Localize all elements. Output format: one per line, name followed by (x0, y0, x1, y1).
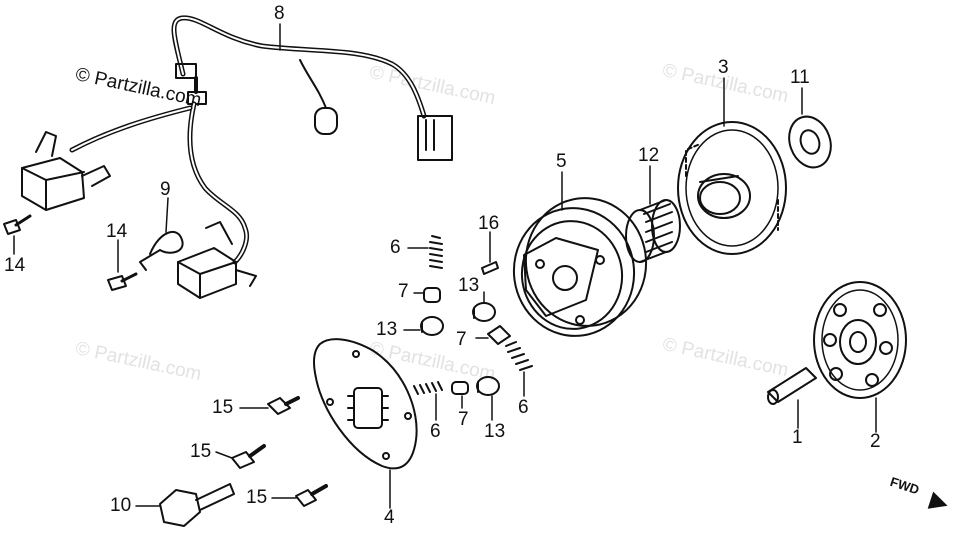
callout-15: 15 (212, 397, 234, 418)
small-bolt (3, 214, 32, 235)
callout-15: 15 (246, 487, 268, 508)
wire-harness (69, 15, 453, 265)
callout-6: 6 (390, 237, 401, 258)
callout-10: 10 (110, 495, 132, 516)
callout-7: 7 (398, 281, 409, 302)
callout-2: 2 (870, 431, 881, 452)
spring (413, 381, 443, 395)
callout-13: 13 (484, 421, 506, 442)
callout-6: 6 (518, 397, 529, 418)
flange-bolt (267, 396, 300, 415)
plunger (423, 287, 441, 303)
callout-9: 9 (160, 179, 171, 200)
starter-clutch-outer (512, 197, 648, 337)
callout-1: 1 (792, 427, 803, 448)
callout-15: 15 (190, 441, 212, 462)
callout-16: 16 (478, 213, 500, 234)
roller (472, 302, 496, 322)
large-bolt (159, 483, 235, 527)
starter-driven-gear (677, 121, 787, 255)
callout-7: 7 (456, 329, 467, 350)
callout-13: 13 (458, 275, 480, 296)
callout-11: 11 (790, 67, 810, 88)
callout-5: 5 (556, 151, 567, 172)
plunger (487, 325, 511, 345)
starter-clutch-plate (312, 338, 418, 470)
callout-8: 8 (274, 3, 285, 24)
callout-12: 12 (638, 145, 660, 166)
callout-14: 14 (106, 221, 128, 242)
pulse-generator (21, 131, 111, 211)
idle-gear-shaft (767, 367, 817, 405)
needle-bearing (625, 199, 681, 263)
clamp (139, 230, 184, 271)
plunger (451, 381, 469, 395)
leader-lines (13, 23, 877, 509)
washer (788, 115, 832, 169)
pin (481, 261, 499, 275)
callout-3: 3 (718, 57, 729, 78)
ignition-coil (177, 221, 257, 299)
callout-4: 4 (384, 507, 395, 528)
callout-13: 13 (376, 319, 398, 340)
spring (505, 341, 533, 371)
flange-bolt (231, 444, 266, 469)
roller (476, 376, 500, 396)
flange-bolt (295, 484, 328, 507)
roller (420, 316, 444, 336)
callout-14: 14 (4, 255, 26, 276)
starter-idle-gear (813, 281, 907, 399)
callout-7: 7 (458, 409, 469, 430)
callout-6: 6 (430, 421, 441, 442)
spring (429, 235, 443, 269)
small-bolt (107, 272, 138, 291)
